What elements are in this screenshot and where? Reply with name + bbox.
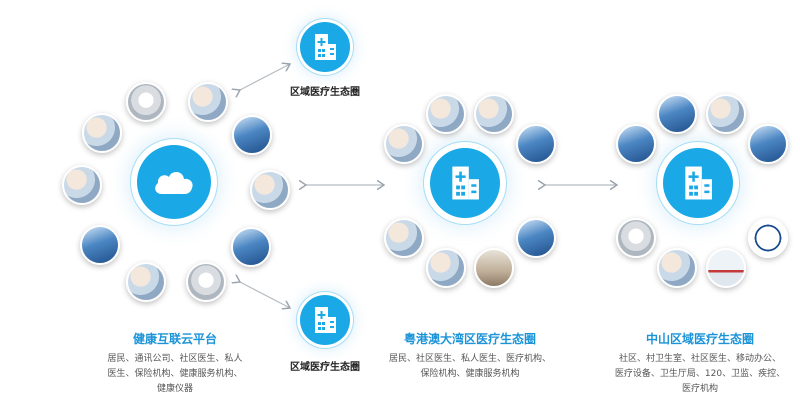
node-doctor-team (384, 124, 424, 164)
node-hospital-building (231, 227, 271, 267)
middle-cluster-description: 居民、社区医生、私人医生、医疗机构、 保险机构、健康服务机构 (388, 354, 551, 379)
regional-hub-bottom (300, 295, 350, 345)
node-medical-staff (657, 248, 697, 288)
node-tower (516, 124, 556, 164)
node-doctors (706, 94, 746, 134)
node-ambulance (706, 248, 746, 288)
node-doctor-team (82, 113, 122, 153)
node-nurses (426, 94, 466, 134)
node-glass-building (616, 124, 656, 164)
hospital-building-icon (685, 166, 712, 200)
hospital-building-icon (315, 34, 336, 60)
node-elderly-couple (384, 218, 424, 258)
greater-bay-area-hub (430, 148, 500, 218)
node-doctors (474, 94, 514, 134)
right-cluster-description: 社区、村卫生室、社区医生、移动办公、 医疗设备、卫生厅局、120、卫监、疾控、 … (614, 354, 786, 394)
cloud-icon (155, 171, 193, 194)
regional-label-top: 区域医疗生态圈 (290, 87, 360, 98)
node-medical-staff (426, 248, 466, 288)
node-medical-device (616, 218, 656, 258)
hospital-building-icon (452, 166, 479, 200)
node-skyscraper (657, 94, 697, 134)
regional-hub-top (300, 22, 350, 72)
node-hospital-lobby (232, 115, 272, 155)
arrow-to-top-regional (240, 64, 290, 90)
node-medical-staff (126, 262, 166, 302)
right-cluster-title: 中山区域医疗生态圈 (645, 332, 754, 346)
node-hospital-building (516, 218, 556, 258)
node-health-bureau-logo (748, 218, 788, 258)
hospital-building-icon (315, 307, 336, 333)
node-health-device (126, 82, 166, 122)
node-elderly-couple (250, 170, 290, 210)
arrow-to-bottom-regional (240, 282, 290, 308)
node-family (62, 165, 102, 205)
left-cluster-title: 健康互联云平台 (132, 332, 217, 346)
regional-label-bottom: 区域医疗生态圈 (290, 362, 360, 373)
node-scanner (186, 262, 226, 302)
left-cluster-description: 居民、通讯公司、社区医生、私人 医生、保险机构、健康服务机构、 健康仪器 (107, 354, 243, 394)
middle-cluster-title: 粤港澳大湾区医疗生态圈 (403, 332, 536, 346)
node-office-building (80, 225, 120, 265)
cloud-platform-hub (137, 145, 211, 219)
node-clinic-interior (474, 248, 514, 288)
node-doctors-group (188, 82, 228, 122)
zhongshan-hub (663, 148, 733, 218)
node-tower (748, 124, 788, 164)
